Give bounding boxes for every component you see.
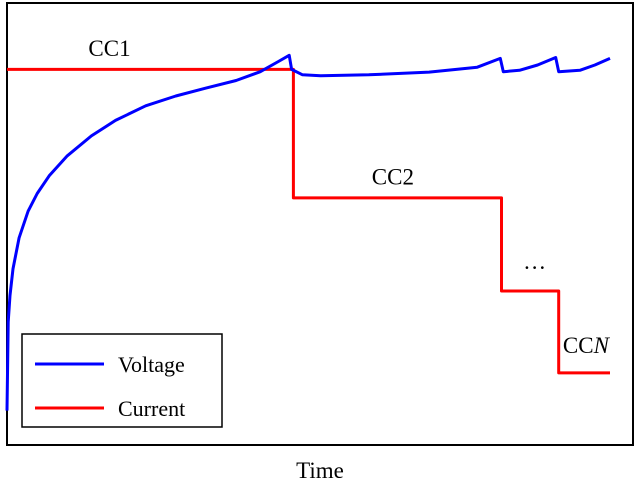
- series-line-voltage: [5, 53, 611, 411]
- legend-label-voltage: Voltage: [118, 352, 185, 377]
- series-layer: [5, 53, 611, 411]
- legend-label-current: Current: [118, 396, 185, 421]
- series-line-current: [7, 67, 610, 375]
- legend-box: [21, 333, 223, 428]
- annotation-label-2: …: [523, 249, 546, 274]
- legend: Voltage Current: [21, 333, 223, 428]
- annotation-label-3: CCN: [563, 333, 611, 358]
- x-axis-label: Time: [296, 458, 344, 483]
- annotation-label-0: CC1: [88, 36, 130, 61]
- annotation-label-1: CC2: [372, 165, 414, 190]
- plot-frame: [6, 2, 634, 446]
